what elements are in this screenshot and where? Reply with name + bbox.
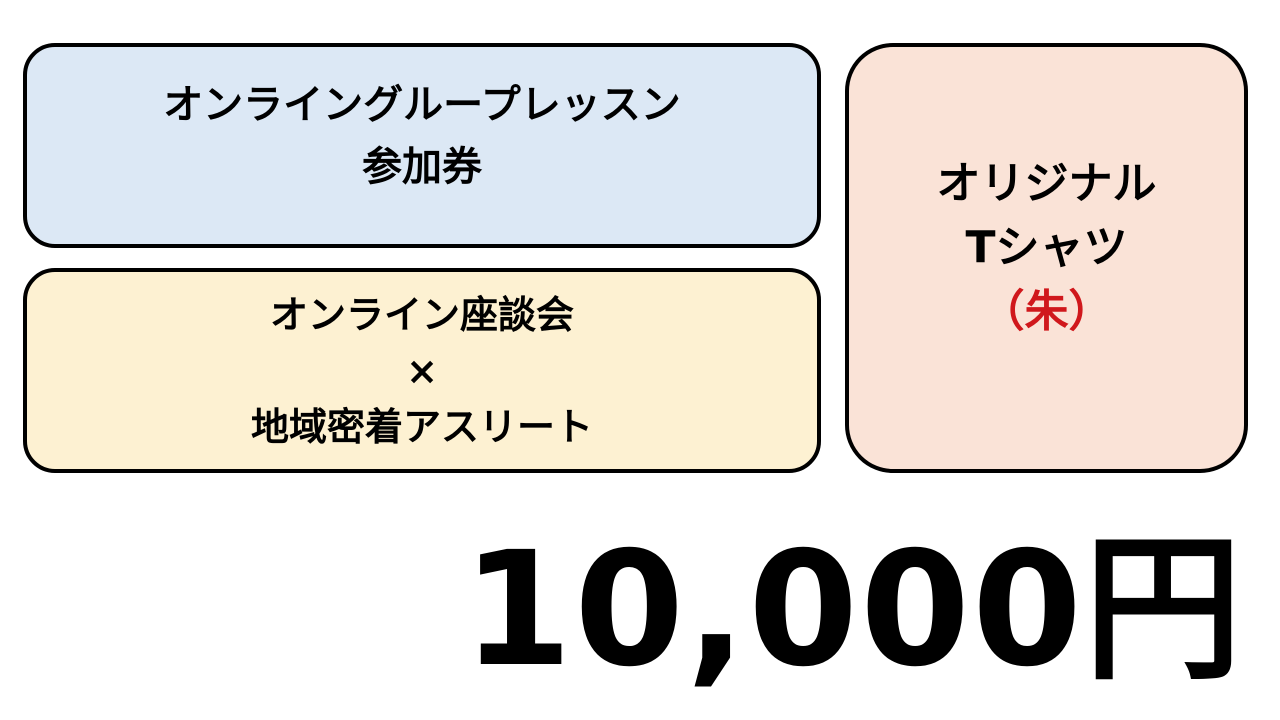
reward-online-talk: オンライン座談会 × 地域密着アスリート bbox=[23, 268, 821, 473]
reward-talk-cross: × bbox=[406, 348, 438, 393]
reward-shirt-line-2: Tシャツ bbox=[965, 222, 1128, 273]
reward-original-tshirt: オリジナル Tシャツ （朱） bbox=[845, 43, 1248, 473]
price-label: 10,000円 bbox=[462, 518, 1244, 702]
reward-shirt-color-note: （朱） bbox=[980, 286, 1113, 337]
reward-talk-line-3: 地域密着アスリート bbox=[250, 404, 593, 449]
reward-online-group-lesson: オンライングループレッスン 参加券 bbox=[23, 43, 821, 248]
reward-lesson-line-1: オンライングループレッスン bbox=[163, 81, 681, 128]
reward-lesson-line-2: 参加券 bbox=[362, 143, 482, 190]
reward-shirt-line-1: オリジナル bbox=[936, 158, 1157, 209]
reward-talk-line-1: オンライン座談会 bbox=[269, 292, 574, 337]
